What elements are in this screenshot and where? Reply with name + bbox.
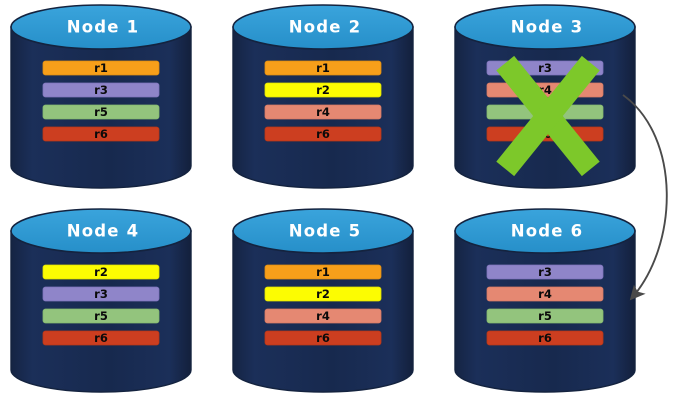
node-cylinder-2[interactable]: Node 2 r1 r2 r4 r6	[232, 4, 414, 189]
curved-arrow-icon	[622, 94, 668, 301]
record-label-r6: r6	[94, 127, 108, 141]
nodes-layer: Node 1 r1 r3 r5 r6 Node 2 r1 r2 r4 r6 Node 3 r3 r4 r5…	[10, 4, 636, 393]
record-label-r4: r4	[538, 287, 552, 301]
node-cylinder-4[interactable]: Node 4 r2 r3 r5 r6	[10, 208, 192, 393]
node-label: Node 4	[67, 222, 140, 241]
record-bar-r5[interactable]	[42, 308, 160, 324]
node-label: Node 5	[289, 222, 362, 241]
record-label-r5: r5	[94, 105, 108, 119]
record-bar-r6[interactable]	[42, 126, 160, 142]
record-bar-r5[interactable]	[486, 308, 604, 324]
cross-x-icon	[496, 55, 600, 177]
record-label-r1: r1	[316, 61, 330, 75]
cylinder-top-face	[454, 208, 636, 254]
record-label-r4: r4	[316, 105, 330, 119]
node-label: Node 1	[67, 18, 140, 37]
record-label-r3: r3	[538, 61, 552, 75]
record-bar-r2[interactable]	[42, 264, 160, 280]
record-label-r2: r2	[316, 287, 330, 301]
record-label-r3: r3	[94, 287, 108, 301]
record-label-r1: r1	[94, 61, 108, 75]
node-label: Node 6	[511, 222, 584, 241]
record-label-r6: r6	[94, 331, 108, 345]
record-label-r5: r5	[94, 309, 108, 323]
record-label-r2: r2	[94, 265, 108, 279]
record-bar-r1[interactable]	[42, 60, 160, 76]
record-label-r3: r3	[538, 265, 552, 279]
record-label-r4: r4	[316, 309, 330, 323]
cylinder-top-face	[232, 208, 414, 254]
overlay-layer	[496, 55, 668, 301]
record-bar-r3[interactable]	[42, 286, 160, 302]
record-bar-r3[interactable]	[42, 82, 160, 98]
record-label-r6: r6	[316, 127, 330, 141]
record-bar-r5[interactable]	[42, 104, 160, 120]
cylinder-top-face	[10, 208, 192, 254]
cylinder-top-face	[10, 4, 192, 50]
node-cylinder-6[interactable]: Node 6 r3 r4 r5 r6	[454, 208, 636, 393]
record-label-r1: r1	[316, 265, 330, 279]
node-cylinder-5[interactable]: Node 5 r1 r2 r4 r6	[232, 208, 414, 393]
record-bar-r1[interactable]	[264, 264, 382, 280]
record-label-r2: r2	[316, 83, 330, 97]
node-cylinder-1[interactable]: Node 1 r1 r3 r5 r6	[10, 4, 192, 189]
node-label: Node 3	[511, 18, 584, 37]
cylinder-top-face	[232, 4, 414, 50]
record-bar-r2[interactable]	[264, 82, 382, 98]
record-bar-r6[interactable]	[486, 330, 604, 346]
record-bar-r4[interactable]	[264, 104, 382, 120]
cross-stroke-2	[496, 55, 600, 177]
record-bar-r6[interactable]	[264, 330, 382, 346]
record-label-r3: r3	[94, 83, 108, 97]
cylinder-top-face	[454, 4, 636, 50]
record-label-r5: r5	[538, 309, 552, 323]
record-bar-r1[interactable]	[264, 60, 382, 76]
record-bar-r6[interactable]	[264, 126, 382, 142]
node-label: Node 2	[289, 18, 362, 37]
record-bar-r2[interactable]	[264, 286, 382, 302]
record-bar-r6[interactable]	[42, 330, 160, 346]
record-bar-r3[interactable]	[486, 264, 604, 280]
record-label-r6: r6	[316, 331, 330, 345]
record-bar-r4[interactable]	[264, 308, 382, 324]
record-label-r6: r6	[538, 331, 552, 345]
record-bar-r4[interactable]	[486, 286, 604, 302]
